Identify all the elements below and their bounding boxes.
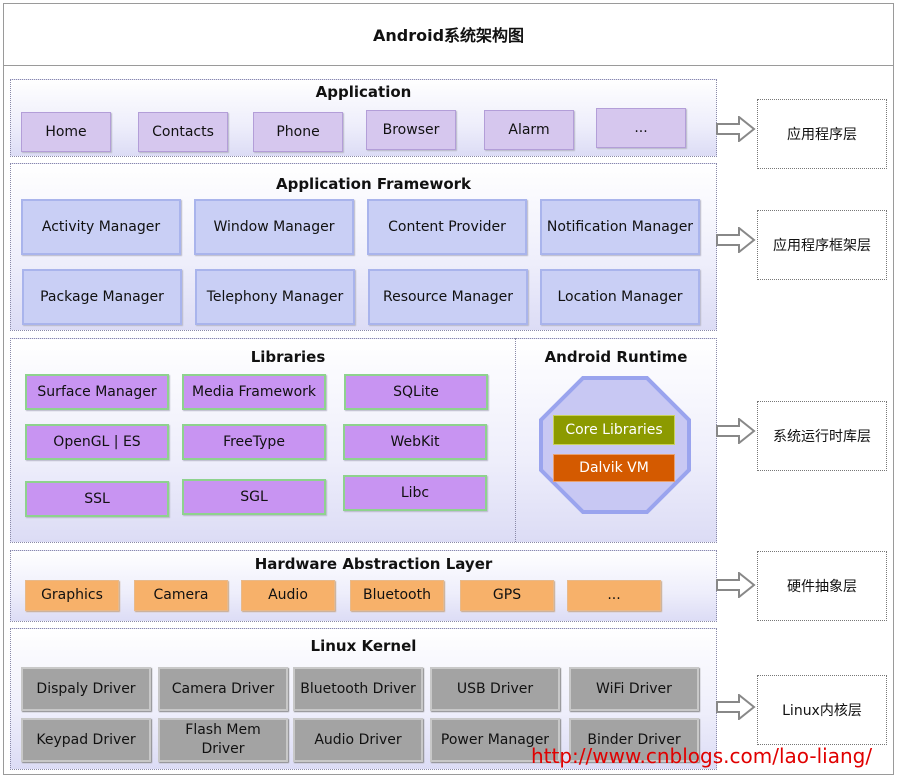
library-media-framework: Media Framework <box>182 374 326 410</box>
kernel-display-driver: Dispaly Driver <box>21 667 151 711</box>
application-layer-title: Application <box>315 83 412 101</box>
kernel-binder-driver: Binder Driver <box>569 718 699 762</box>
diagram-title: Android系统架构图 <box>3 3 894 66</box>
arrow-right-icon <box>716 418 756 444</box>
app-browser: Browser <box>366 110 456 150</box>
framework-resource-manager: Resource Manager <box>368 269 528 325</box>
runtime-divider <box>515 338 516 542</box>
library-libc: Libc <box>343 475 487 511</box>
watermark-url: http://www.cnblogs.com/lao-liang/ <box>531 744 873 768</box>
side-label-application-layer: 应用程序层 <box>757 99 887 169</box>
framework-window-manager: Window Manager <box>194 199 354 255</box>
diagram-frame <box>3 3 894 775</box>
library-webkit: WebKit <box>343 424 487 460</box>
kernel-bluetooth-driver: Bluetooth Driver <box>293 667 423 711</box>
framework-location-manager: Location Manager <box>540 269 700 325</box>
framework-layer-title: Application Framework <box>275 175 472 193</box>
kernel-flash-mem-driver: Flash Mem Driver <box>158 718 288 762</box>
hal-layer-title: Hardware Abstraction Layer <box>254 555 493 573</box>
library-surface-manager: Surface Manager <box>25 374 169 410</box>
side-label-framework-layer: 应用程序框架层 <box>757 210 887 280</box>
side-label-kernel-layer: Linux内核层 <box>757 675 887 745</box>
arrow-right-icon <box>716 694 756 720</box>
framework-content-provider: Content Provider <box>367 199 527 255</box>
arrow-right-icon <box>716 572 756 598</box>
library-ssl: SSL <box>25 481 169 517</box>
library-sgl: SGL <box>182 479 326 515</box>
library-opengl-es: OpenGL | ES <box>25 424 169 460</box>
runtime-dalvik-vm: Dalvik VM <box>553 454 675 482</box>
arrow-right-icon <box>716 116 756 142</box>
kernel-wifi-driver: WiFi Driver <box>569 667 699 711</box>
runtime-title: Android Runtime <box>544 348 688 366</box>
kernel-audio-driver: Audio Driver <box>293 718 423 762</box>
kernel-keypad-driver: Keypad Driver <box>21 718 151 762</box>
kernel-usb-driver: USB Driver <box>430 667 560 711</box>
hal-bluetooth: Bluetooth <box>350 580 444 611</box>
framework-notification-manager: Notification Manager <box>540 199 700 255</box>
app-contacts: Contacts <box>138 112 228 152</box>
side-label-hal-layer: 硬件抽象层 <box>757 551 887 621</box>
hal-graphics: Graphics <box>25 580 119 611</box>
kernel-layer-title: Linux Kernel <box>310 637 417 655</box>
side-label-runtime-layer: 系统运行时库层 <box>757 401 887 471</box>
framework-telephony-manager: Telephony Manager <box>195 269 355 325</box>
kernel-power-manager: Power Manager <box>430 718 560 762</box>
hal-more: ... <box>567 580 661 611</box>
framework-activity-manager: Activity Manager <box>21 199 181 255</box>
app-phone: Phone <box>253 112 343 152</box>
runtime-core-libraries: Core Libraries <box>553 415 675 445</box>
framework-package-manager: Package Manager <box>22 269 182 325</box>
app-alarm: Alarm <box>484 110 574 150</box>
hal-camera: Camera <box>134 580 228 611</box>
library-sqlite: SQLite <box>344 374 488 410</box>
library-freetype: FreeType <box>182 424 326 460</box>
libraries-layer-title: Libraries <box>250 348 326 366</box>
hal-audio: Audio <box>241 580 335 611</box>
kernel-camera-driver: Camera Driver <box>158 667 288 711</box>
app-more: ... <box>596 108 686 148</box>
arrow-right-icon <box>716 227 756 253</box>
app-home: Home <box>21 112 111 152</box>
runtime-octagon-shape <box>539 376 691 514</box>
hal-gps: GPS <box>460 580 554 611</box>
